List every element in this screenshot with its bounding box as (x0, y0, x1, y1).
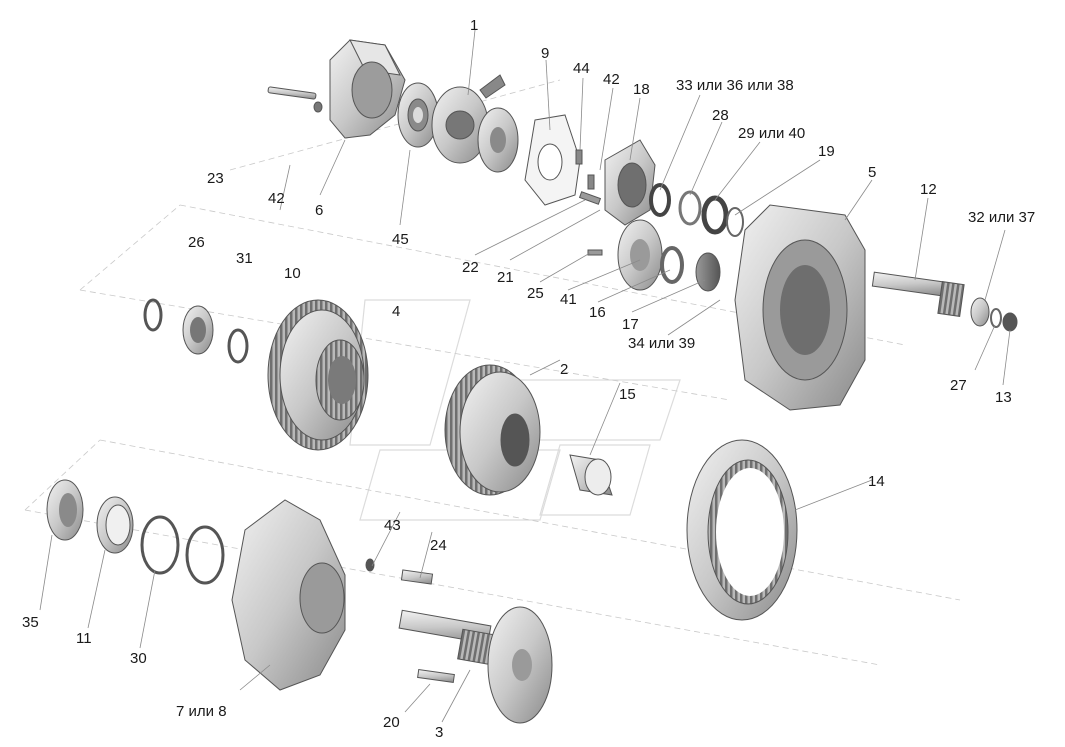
part-13-nut (1002, 312, 1018, 332)
label-45: 45 (392, 231, 409, 248)
part-32-bearing (970, 297, 990, 327)
part-33-ring (649, 183, 671, 217)
label-11: 11 (76, 630, 92, 647)
label-22: 22 (462, 259, 479, 276)
label-13: 13 (995, 389, 1012, 406)
label-6: 6 (315, 202, 323, 219)
label-4: 4 (392, 303, 400, 320)
part-14-ring-gear (686, 439, 798, 621)
part-30-ring (140, 515, 180, 575)
label-30: 30 (130, 650, 147, 667)
part-22-bolt (578, 191, 602, 205)
part-18-bearing-cap (604, 139, 656, 226)
part-ring-30b (185, 525, 225, 585)
part-23-pin (267, 86, 317, 100)
part-16-ring (660, 246, 684, 284)
label-7: 7 или 8 (176, 703, 227, 720)
label-14: 14 (868, 473, 885, 490)
label-5: 5 (868, 164, 876, 181)
part-45-disc (397, 82, 439, 148)
part-28-ring (678, 190, 702, 226)
label-32: 32 или 37 (968, 209, 1035, 226)
label-42-left: 42 (268, 190, 285, 207)
part-15-sleeve (569, 454, 613, 496)
part-31-bearing (182, 305, 214, 355)
part-20-bolt (417, 668, 455, 684)
label-17: 17 (622, 316, 639, 333)
part-1-carrier (431, 74, 506, 164)
label-21: 21 (497, 269, 514, 286)
part-7-hub-cover (231, 499, 346, 691)
part-35-bearing (46, 479, 84, 541)
part-2-planetary-assembly (444, 364, 541, 496)
part-41-cap (617, 219, 663, 291)
label-35: 35 (22, 614, 39, 631)
part-42-washer (313, 101, 323, 113)
label-15: 15 (619, 386, 636, 403)
label-1: 1 (470, 17, 478, 34)
label-3: 3 (435, 724, 443, 741)
label-18: 18 (633, 81, 650, 98)
label-44: 44 (573, 60, 590, 77)
label-33: 33 или 36 или 38 (676, 77, 794, 94)
part-9-plate (524, 114, 581, 206)
label-28: 28 (712, 107, 729, 124)
label-42-top: 42 (603, 71, 620, 88)
part-5-main-housing (734, 204, 866, 411)
label-34: 34 или 39 (628, 335, 695, 352)
part-43-washer (365, 558, 375, 572)
leader-lines (39, 29, 1011, 723)
part-11-sleeve (96, 496, 134, 554)
callout-labels: 1 9 44 42 18 33 или 36 или 38 28 29 или … (22, 17, 1035, 741)
label-23: 23 (207, 170, 224, 187)
label-19: 19 (818, 143, 835, 160)
part-26-ring (143, 298, 163, 332)
part-4-gear (267, 299, 369, 451)
label-29: 29 или 40 (738, 125, 805, 142)
part-44-pin (575, 149, 583, 165)
label-41: 41 (560, 291, 577, 308)
part-25-bolt (587, 249, 603, 256)
part-19-ring (726, 207, 744, 237)
label-2: 2 (560, 361, 568, 378)
label-24: 24 (430, 537, 447, 554)
part-6-housing-cover (329, 39, 406, 139)
label-12: 12 (920, 181, 937, 198)
part-27-ring (990, 308, 1002, 328)
label-26: 26 (188, 234, 205, 251)
part-12-shaft (871, 271, 965, 317)
label-16: 16 (589, 304, 606, 321)
part-3-output-shaft (398, 606, 553, 724)
label-31: 31 (236, 250, 253, 267)
part-42-pin (587, 174, 595, 190)
part-29-ring (701, 195, 729, 235)
label-10: 10 (284, 265, 301, 282)
label-43: 43 (384, 517, 401, 534)
part-disc-2 (477, 107, 519, 173)
part-17-bearing (695, 252, 721, 292)
part-10-ring (227, 328, 249, 364)
label-27: 27 (950, 377, 967, 394)
label-25: 25 (527, 285, 544, 302)
part-24-bolt (400, 569, 434, 585)
label-9: 9 (541, 45, 549, 62)
label-20: 20 (383, 714, 400, 731)
